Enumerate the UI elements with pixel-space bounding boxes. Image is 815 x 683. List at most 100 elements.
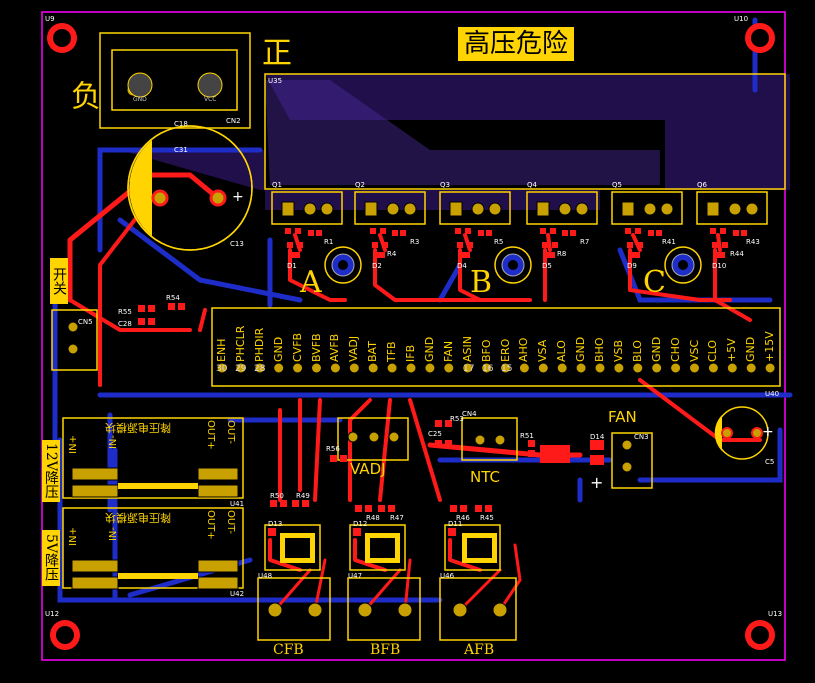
header-pin-label: BHO xyxy=(593,337,606,362)
header-pin-label: GND xyxy=(271,336,285,362)
header-pin-label: VSB xyxy=(611,339,625,362)
header-pin-pad xyxy=(651,362,663,374)
buck-12v-in-plus: IN+ xyxy=(68,435,79,454)
high-voltage-warning: 高压危险 xyxy=(458,27,575,61)
buck-5v-in-plus: IN+ xyxy=(68,527,79,546)
header-pin-label: VADJ xyxy=(347,335,361,362)
header-pin-pad xyxy=(329,362,341,374)
pin-15: 15 xyxy=(501,364,513,374)
phase-c-label: C xyxy=(643,265,666,300)
header-pin-pad xyxy=(613,362,625,374)
ref-u46: U46 xyxy=(440,572,455,580)
header-pin-label: GND xyxy=(574,336,588,362)
negative-glyph: 负 xyxy=(65,80,100,110)
ref-cn5: CN5 xyxy=(78,318,93,326)
switch-label: 开关 xyxy=(50,258,68,304)
header-pin-pad xyxy=(707,362,719,374)
header-pin-label: +5V xyxy=(725,338,739,362)
bfb-label: BFB xyxy=(370,642,401,658)
header-pin-label: FAN xyxy=(441,340,455,362)
buck-5v-label: 5V降压 xyxy=(42,530,60,586)
cn2-gnd: GND xyxy=(133,96,147,103)
header-pin-pad xyxy=(216,362,228,374)
ref-cn4: CN4 xyxy=(462,410,477,418)
header-pin-pad xyxy=(235,362,247,374)
header-pin-pad xyxy=(537,362,549,374)
ref-cn2: CN2 xyxy=(226,117,241,125)
ref-q2: Q2 xyxy=(355,181,365,189)
ref-c28: C28 xyxy=(118,320,132,328)
header-pin-pad xyxy=(481,362,493,374)
header-pin-label: GND xyxy=(744,336,758,362)
ref-q4: Q4 xyxy=(527,181,537,189)
header-pin-pad xyxy=(764,362,776,374)
ref-d1: D1 xyxy=(287,262,297,270)
header-pin-label: BAT xyxy=(366,341,380,362)
header-pin-pad xyxy=(726,362,738,374)
header-pin-label: GND xyxy=(649,336,663,362)
header-pin-pad xyxy=(367,362,379,374)
header-pin-pad xyxy=(386,362,398,374)
cn2-body xyxy=(111,49,238,111)
header-pin-label: CHO xyxy=(668,337,682,362)
buck-bars xyxy=(118,483,198,579)
header-pin-label: +15V xyxy=(763,331,777,362)
ref-r48a: R48 xyxy=(366,514,380,522)
header-pin-pad xyxy=(462,362,474,374)
header-pin-label: TFB xyxy=(385,341,399,362)
ref-r3: R3 xyxy=(410,238,420,246)
header-pin-label: GND xyxy=(422,336,436,362)
ref-r8: R8 xyxy=(557,250,567,258)
ref-cn3: CN3 xyxy=(634,433,649,441)
ref-r41: R41 xyxy=(662,238,676,246)
ref-u40: U40 xyxy=(765,390,780,398)
header-pin-pad xyxy=(556,362,568,374)
ref-c31: C31 xyxy=(174,146,188,154)
fan-plus: + xyxy=(590,473,604,492)
positive-glyph: 正 xyxy=(262,36,292,71)
ref-c18: C18 xyxy=(174,120,188,128)
ref-r46: R46 xyxy=(456,514,470,522)
bottom-pour-2 xyxy=(265,80,660,185)
smd-pads xyxy=(138,228,747,536)
cfb-label: CFB xyxy=(273,642,304,658)
header-pin-label: BLO xyxy=(630,340,644,362)
ref-d5: D5 xyxy=(542,262,552,270)
pin-28: 28 xyxy=(254,364,266,374)
ref-u10: U10 xyxy=(734,15,749,23)
ref-q3: Q3 xyxy=(440,181,450,189)
ref-d2: D2 xyxy=(372,262,382,270)
ref-r5: R5 xyxy=(494,238,504,246)
ref-u13: U13 xyxy=(768,610,783,618)
buck-12v-out-minus: OUT- xyxy=(225,420,236,444)
ref-r53: R53 xyxy=(450,415,464,423)
header-pin-label: CLO xyxy=(706,339,720,362)
c5-plus: + xyxy=(762,424,774,440)
header-pin-pad xyxy=(670,362,682,374)
header-pin-pad xyxy=(348,362,360,374)
cn2-vcc: VCC xyxy=(204,96,217,103)
transistor-pads xyxy=(281,201,759,217)
ref-q6: Q6 xyxy=(697,181,707,189)
buck-5v-in-minus: IN- xyxy=(108,527,119,542)
ntc-label: NTC xyxy=(470,468,500,486)
header-pins xyxy=(216,362,776,374)
header-pin-pad xyxy=(273,362,285,374)
ref-u47: U47 xyxy=(348,572,363,580)
ref-d10: D10 xyxy=(712,262,727,270)
ref-r50: R50 xyxy=(270,492,284,500)
ref-d9: D9 xyxy=(627,262,637,270)
header-pin-label: ERO xyxy=(498,338,512,362)
pin-16: 16 xyxy=(482,364,494,374)
header-pin-label: BFO xyxy=(479,339,493,362)
header-pin-pad xyxy=(311,362,322,374)
c13-capacitor xyxy=(127,125,253,251)
header-pin-pad xyxy=(575,362,587,374)
header-pin-pad xyxy=(594,362,606,374)
ref-d13: D13 xyxy=(268,520,283,528)
ref-u41: U41 xyxy=(230,500,245,508)
ref-r49: R49 xyxy=(296,492,310,500)
header-pin-label: AHO xyxy=(517,337,531,362)
c13-polarity xyxy=(129,140,152,236)
header-pin-pad xyxy=(500,362,511,374)
